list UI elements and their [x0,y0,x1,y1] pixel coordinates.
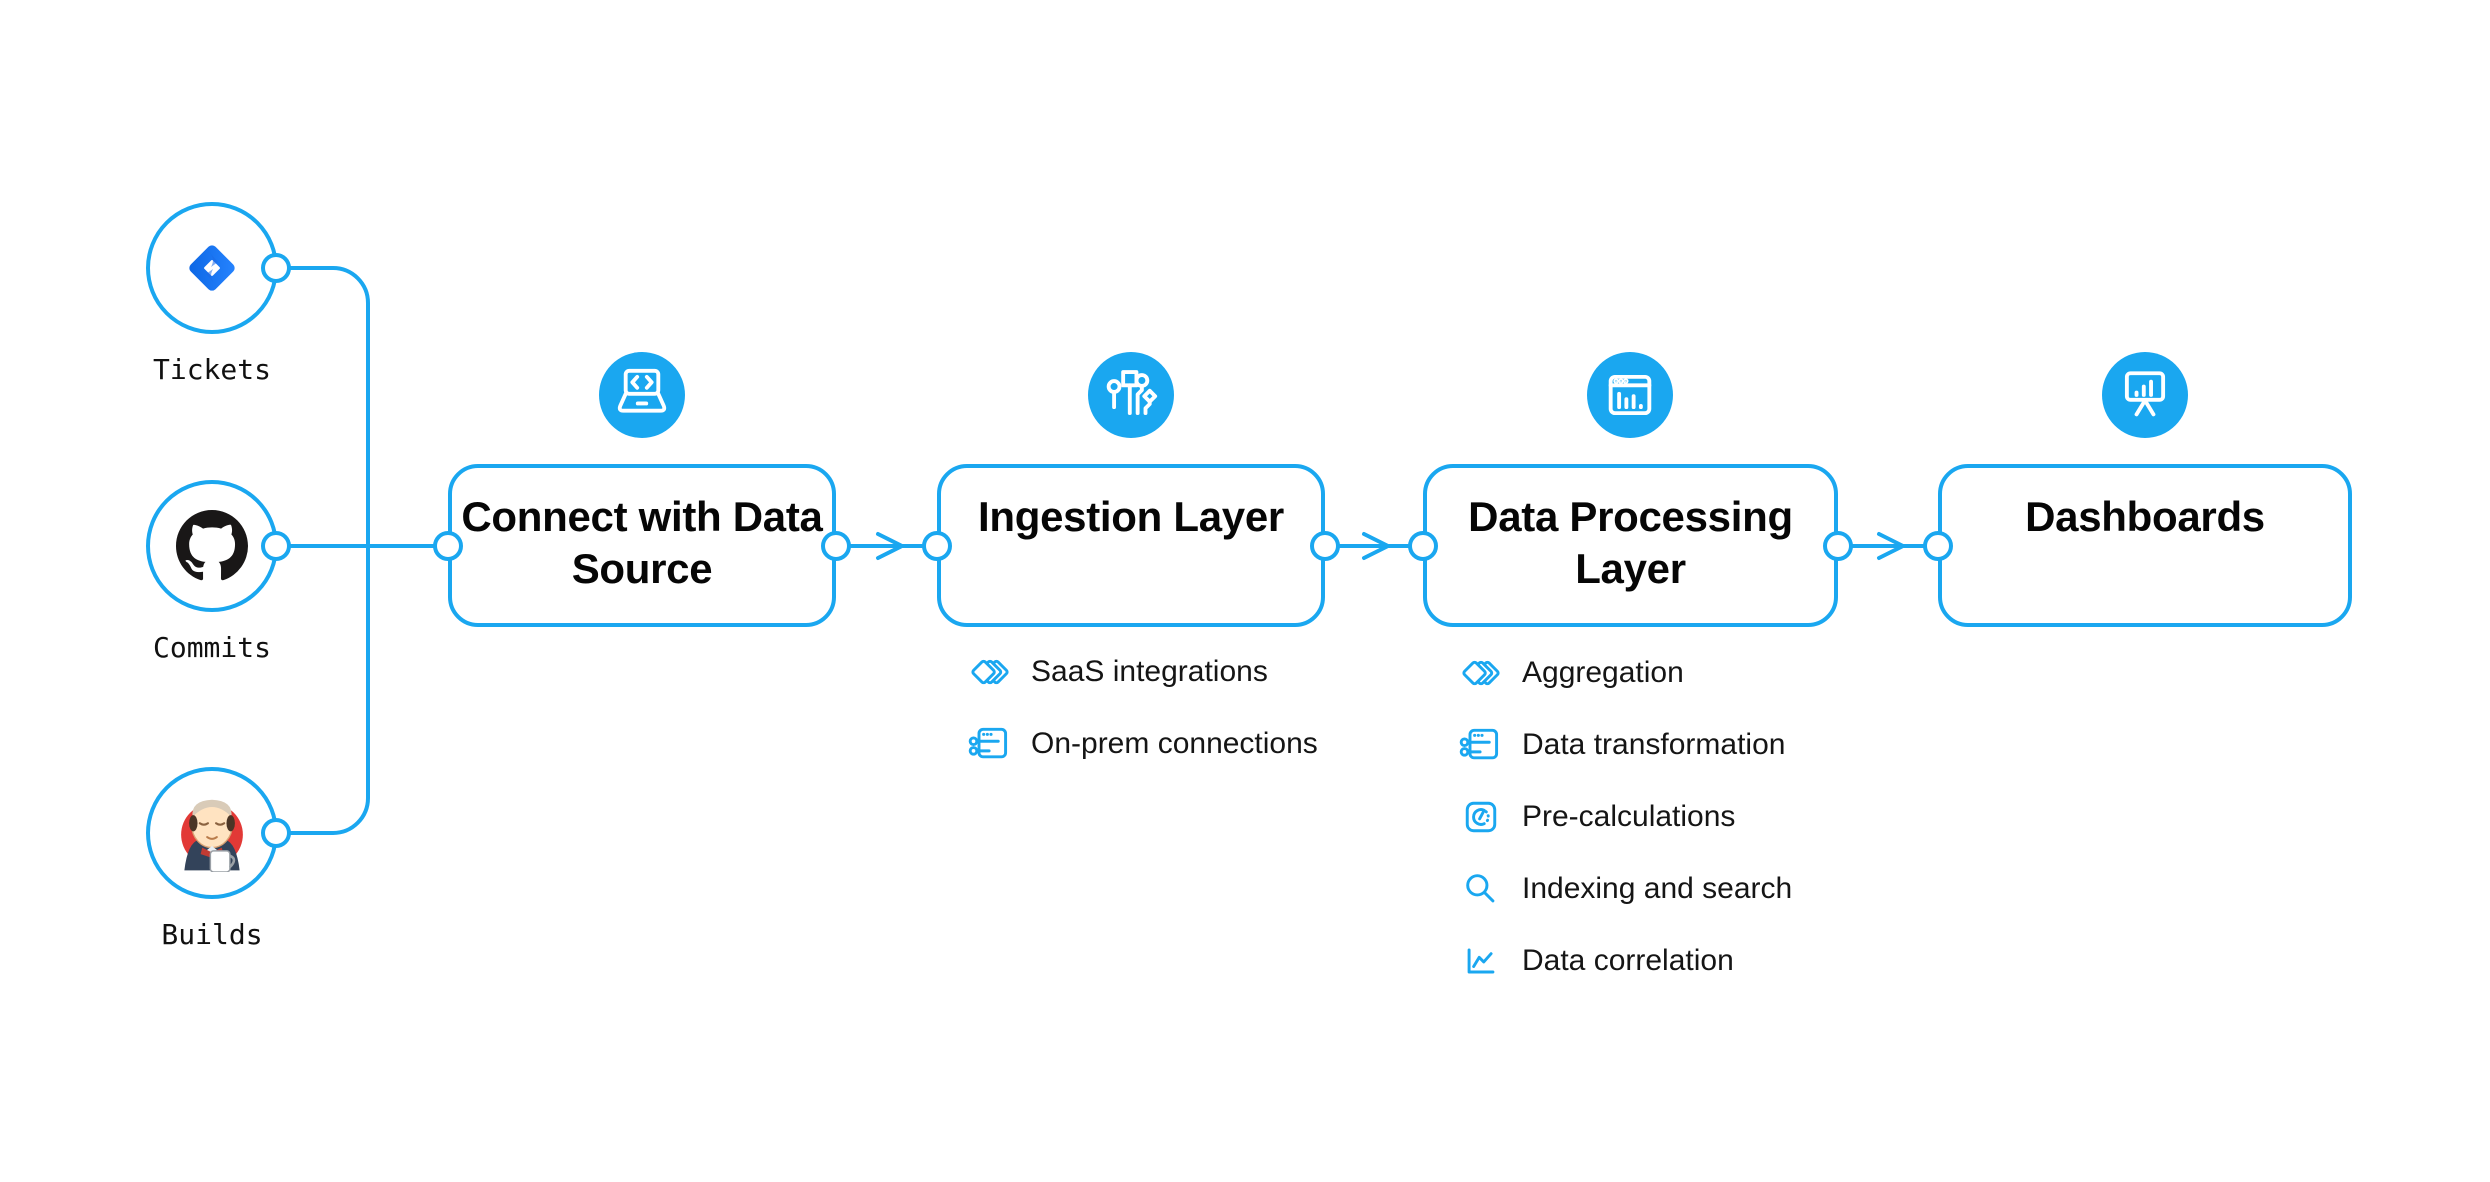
stage-title: Dashboards [2025,493,2265,540]
list-item: Data transformation [1459,723,1792,767]
stage-title: Ingestion Layer [978,493,1284,540]
list-item: On-prem connections [968,722,1318,766]
presentation-chart-icon [2102,352,2188,438]
port-builds [261,818,291,848]
feature-label: Pre-calculations [1522,800,1736,833]
circuit-icon [1088,352,1174,438]
line-chart-icon [1467,948,1495,974]
stage-box-dashboards: Dashboards [1938,464,2352,627]
arrow-head-2 [1362,532,1390,560]
stage-title: Connect with Data Source [461,493,823,592]
stage-title: Data Processing Layer [1468,493,1793,592]
feature-label: Data correlation [1522,944,1734,977]
window-sliders-icon [968,727,1008,759]
feature-label: On-prem connections [1031,727,1318,760]
jira-icon [184,240,240,301]
source-label-commits: Commits [152,631,271,664]
magnifier-icon [1466,874,1495,903]
source-label-builds: Builds [161,918,263,951]
laptop-code-icon [599,352,685,438]
list-item: Indexing and search [1459,867,1792,911]
source-label-tickets: Tickets [152,353,271,386]
jenkins-icon [173,794,251,877]
feature-label: Aggregation [1522,656,1684,689]
feature-label: SaaS integrations [1031,655,1268,688]
list-item: Pre-calculations [1459,795,1792,839]
gauge-icon [1465,801,1497,833]
window-chart-icon [1587,352,1673,438]
port-commits [261,531,291,561]
port-tickets [261,253,291,283]
list-item: SaaS integrations [968,650,1318,694]
stage-box-connect: Connect with Data Source [448,464,836,627]
stage-box-processing: Data Processing Layer [1423,464,1838,627]
arrow-head-3 [1877,532,1905,560]
processing-feature-list: Aggregation Data transformation Pre-calc… [1459,651,1792,983]
list-item: Aggregation [1459,651,1792,695]
window-sliders-icon [1459,728,1499,760]
github-icon [176,510,248,587]
diamonds-icon [971,659,1009,685]
ingestion-feature-list: SaaS integrations On-prem connections [968,650,1318,766]
feature-label: Data transformation [1522,728,1786,761]
list-item: Data correlation [1459,939,1792,983]
stage-box-ingestion: Ingestion Layer [937,464,1325,627]
feature-label: Indexing and search [1522,872,1793,905]
arrow-head-1 [876,532,904,560]
diamonds-icon [1462,660,1500,686]
